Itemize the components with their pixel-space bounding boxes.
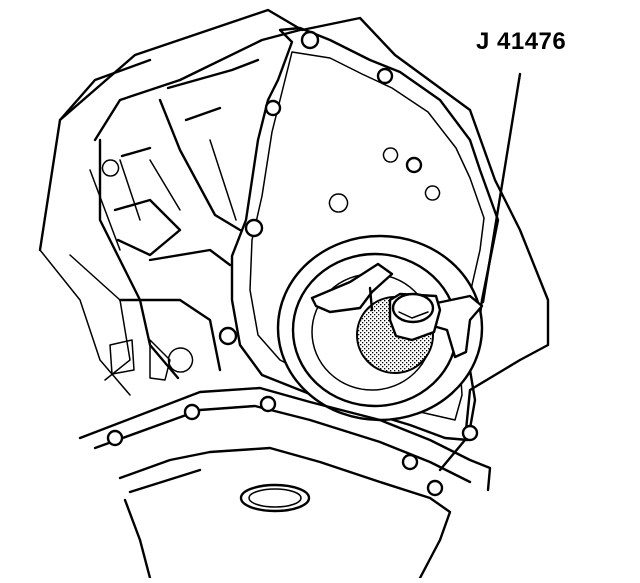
callout-leader: [481, 72, 522, 304]
oil-pan: [78, 386, 492, 580]
cover-bolts: [218, 30, 479, 442]
holding-tool-j41476: [310, 262, 484, 359]
engine-block: [38, 8, 550, 472]
tool-callout-label: J 41476: [476, 28, 567, 55]
